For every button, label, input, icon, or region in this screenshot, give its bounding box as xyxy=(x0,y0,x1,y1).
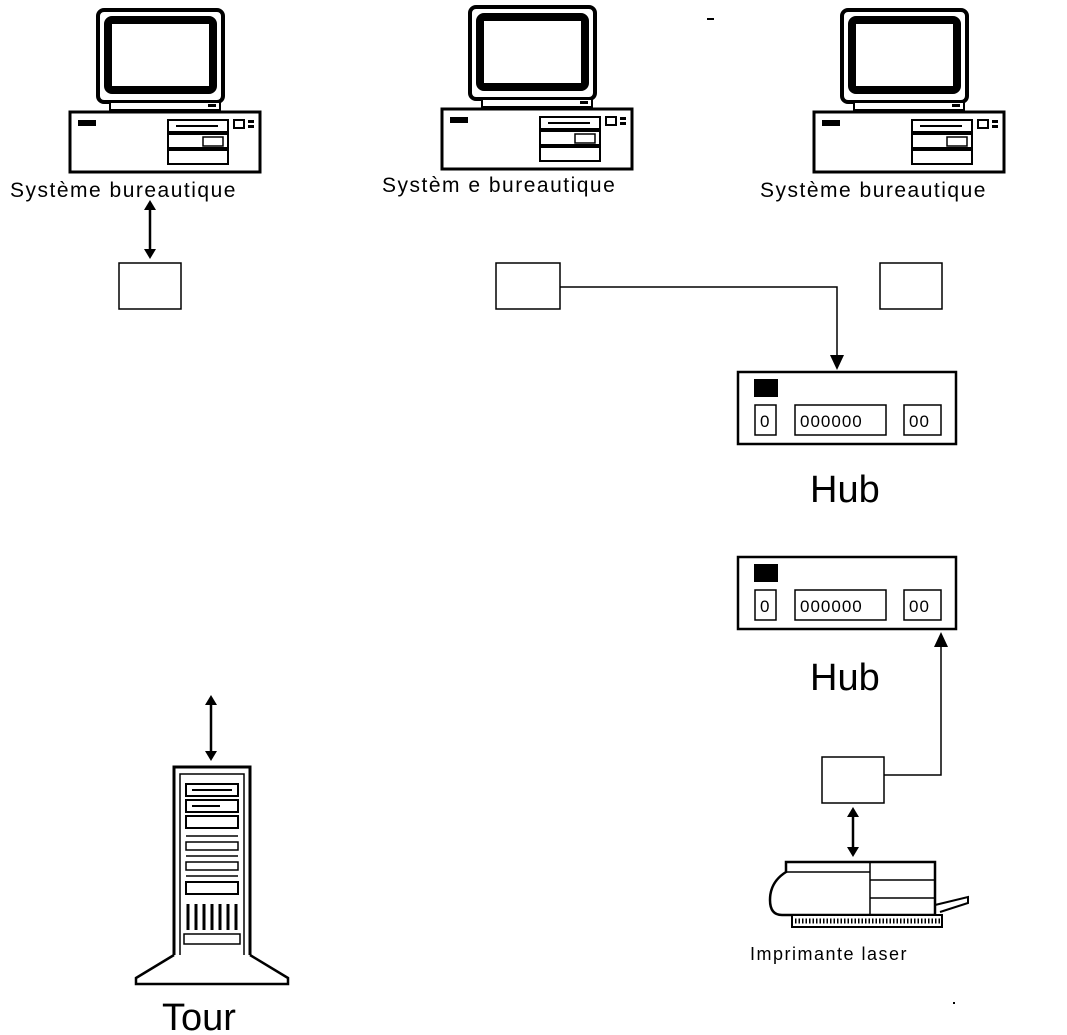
tower-label: Tour xyxy=(162,997,236,1035)
hub-1-label: Hub xyxy=(810,469,880,511)
hub-1-port-mid: 000000 xyxy=(800,412,863,431)
desktop-2-label: Systèm e bureautique xyxy=(382,174,616,197)
desktop-2: Systèm e bureautique xyxy=(382,7,632,197)
nic-box-2 xyxy=(495,262,561,310)
hub-2-port-left: 0 xyxy=(760,597,770,616)
desktop-1: Système bureautique xyxy=(10,10,260,202)
desktop-3-label: Système bureautique xyxy=(760,179,987,202)
hub-1-port-left: 0 xyxy=(760,412,770,431)
hub-2-port-right: 00 xyxy=(909,597,930,616)
hub-2: 0 000000 00 Hub xyxy=(736,555,958,699)
link-printer-hub2 xyxy=(884,640,942,776)
desktop-1-label: Système bureautique xyxy=(10,179,237,202)
hub-2-indicator xyxy=(754,564,778,582)
nic-box-3 xyxy=(879,262,943,310)
printer-label: Imprimante laser xyxy=(750,944,908,964)
hub-2-port-mid: 000000 xyxy=(800,597,863,616)
stray-dot xyxy=(953,1002,955,1004)
hub-1-indicator xyxy=(754,379,778,397)
nic-box-1 xyxy=(118,262,182,310)
laser-printer: Imprimante laser xyxy=(750,860,969,964)
link-nic2-hub1 xyxy=(560,286,838,362)
tower-server: Tour xyxy=(134,765,290,1035)
stray-mark xyxy=(707,18,714,20)
desktop-3: Système bureautique xyxy=(760,10,1004,202)
hub-1: 0 000000 00 Hub xyxy=(736,370,958,511)
hub-2-label: Hub xyxy=(810,657,880,699)
hub-1-port-right: 00 xyxy=(909,412,930,431)
nic-box-printer xyxy=(821,756,885,804)
